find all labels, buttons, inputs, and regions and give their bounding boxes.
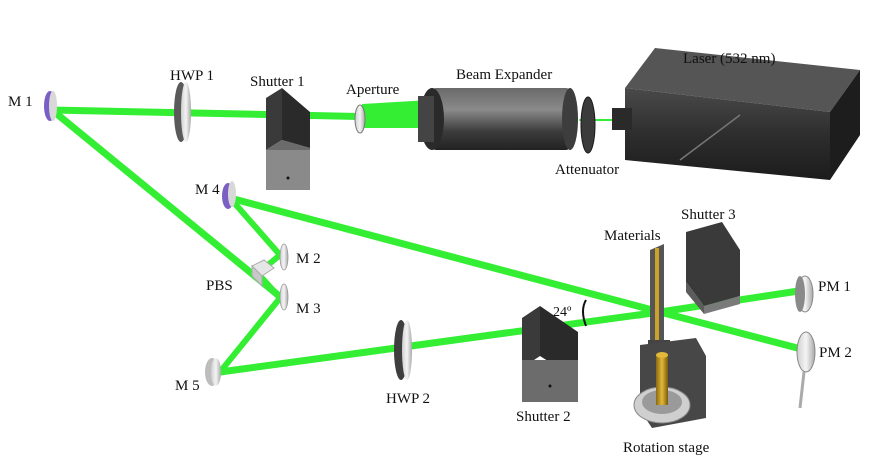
label-m4: M 4	[195, 182, 220, 198]
label-pm1: PM 1	[818, 279, 851, 295]
label-shutter3: Shutter 3	[681, 207, 736, 223]
label-laser: Laser (532 nm)	[683, 51, 775, 67]
beam-m1-to-pbs	[48, 106, 282, 299]
beam-expander-body	[418, 88, 578, 150]
mirror-m5	[205, 358, 221, 386]
label-m1: M 1	[8, 94, 33, 110]
label-m3: M 3	[296, 301, 321, 317]
hwp1-plate	[174, 82, 191, 142]
label-hwp1: HWP 1	[170, 68, 214, 84]
beam-expanded-section	[362, 100, 430, 128]
label-m2: M 2	[296, 251, 321, 267]
laser-head	[612, 48, 860, 180]
shutter3-body	[686, 222, 740, 314]
rotation-stage	[633, 338, 706, 428]
mirror-m2	[279, 243, 289, 271]
beam-m3-to-m5	[217, 295, 283, 375]
label-pm2: PM 2	[819, 345, 852, 361]
label-materials: Materials	[604, 228, 661, 244]
power-meter-pm2	[796, 331, 816, 409]
aperture-ring	[354, 104, 366, 134]
beam-m4-to-sample	[226, 194, 664, 316]
label-m5: M 5	[175, 378, 200, 394]
hwp2-plate	[394, 320, 412, 380]
beam-m2-to-m4	[227, 195, 283, 258]
beam-pbs-to-m3	[259, 275, 283, 301]
label-attenuator: Attenuator	[555, 162, 619, 178]
shutter1-body	[266, 88, 310, 190]
mirror-m4	[222, 181, 236, 209]
label-angle: 24º	[553, 305, 572, 320]
label-aperture: Aperture	[346, 82, 400, 98]
label-rotation-stage: Rotation stage	[623, 440, 710, 456]
label-pbs: PBS	[206, 278, 233, 294]
power-meter-pm1	[795, 275, 814, 313]
label-hwp2: HWP 2	[386, 391, 430, 407]
label-shutter2: Shutter 2	[516, 409, 571, 425]
attenuator-disc	[580, 96, 596, 154]
label-beam-expander: Beam Expander	[456, 67, 552, 83]
pbs-cube	[251, 259, 275, 288]
materials-sample-holder	[648, 244, 670, 358]
mirror-m3	[279, 283, 289, 311]
mirror-m1	[44, 91, 57, 121]
shutter2-body	[522, 306, 578, 402]
beam-sample-to-pm2	[656, 308, 809, 354]
diagram-labels: Laser (532 nm) Beam Expander Aperture At…	[8, 51, 852, 456]
angle-arc	[582, 299, 587, 327]
label-shutter1: Shutter 1	[250, 74, 305, 90]
beam-m5-to-sample	[216, 308, 664, 376]
